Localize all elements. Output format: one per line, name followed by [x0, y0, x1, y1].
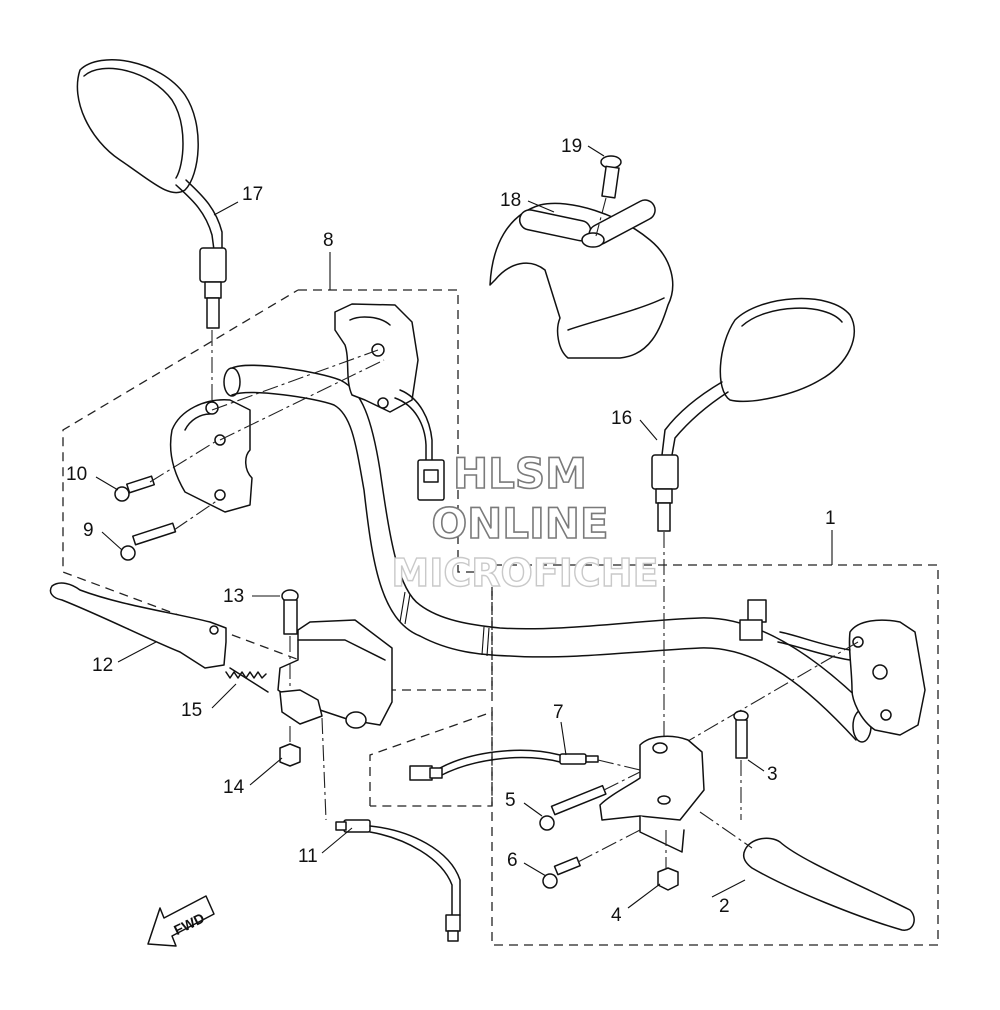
master-cylinder[interactable]: [277, 619, 393, 729]
left-switch-housing-front[interactable]: [169, 399, 253, 513]
callout-14: 14: [223, 777, 245, 798]
right-switch-housing[interactable]: [739, 599, 926, 736]
assembly-1-boundary: [491, 564, 939, 946]
callout-1: 1: [825, 508, 836, 529]
cable-7[interactable]: [409, 749, 641, 781]
callout-2: 2: [719, 896, 730, 917]
left-switch-housing-rear[interactable]: [334, 303, 445, 501]
right-mirror[interactable]: [651, 297, 855, 742]
callout-numbers: 1 2 3 4 5 6 7 8 9 10 11 12 13 14 15 16 1…: [66, 136, 836, 926]
callout-3: 3: [767, 764, 778, 785]
callout-11: 11: [298, 846, 318, 867]
switch-cable-11[interactable]: [321, 717, 461, 942]
callout-15: 15: [181, 700, 202, 721]
callout-9: 9: [83, 520, 94, 541]
callout-4: 4: [611, 905, 622, 926]
callout-12: 12: [92, 655, 113, 676]
nut-14[interactable]: [279, 726, 301, 767]
callout-18: 18: [500, 190, 521, 211]
callout-13: 13: [223, 586, 244, 607]
right-lever-holder[interactable]: [599, 735, 705, 853]
left-mirror[interactable]: [76, 59, 227, 410]
assembly-8-boundary: [62, 289, 493, 691]
right-brake-lever[interactable]: [699, 811, 915, 931]
callout-16: 16: [611, 408, 632, 429]
bolt-13[interactable]: [281, 589, 299, 690]
screw-3[interactable]: [733, 710, 749, 820]
callout-5: 5: [505, 790, 516, 811]
callout-7: 7: [553, 702, 564, 723]
callout-17: 17: [242, 184, 263, 205]
watermark-line-1: HLSM: [453, 449, 587, 498]
fwd-direction-arrow: FWD: [147, 895, 215, 947]
handlebar-cover[interactable]: [489, 197, 674, 359]
screw-10[interactable]: [114, 439, 219, 502]
assembly-1-inner-boundary: [369, 711, 493, 807]
screw-9[interactable]: [120, 499, 219, 561]
watermark: HLSM ONLINE MICROFICHE: [391, 448, 660, 596]
screw-19[interactable]: [595, 155, 622, 237]
left-brake-lever[interactable]: [49, 582, 227, 669]
callout-10: 10: [66, 464, 87, 485]
watermark-line-2: ONLINE: [431, 499, 608, 548]
watermark-line-3: MICROFICHE: [391, 551, 658, 595]
spring-15[interactable]: [225, 667, 269, 693]
screw-5[interactable]: [539, 771, 641, 831]
callout-6: 6: [507, 850, 518, 871]
callout-leaders: [95, 145, 833, 909]
callout-19: 19: [561, 136, 582, 157]
screw-6[interactable]: [542, 829, 641, 889]
callout-8: 8: [323, 230, 334, 251]
